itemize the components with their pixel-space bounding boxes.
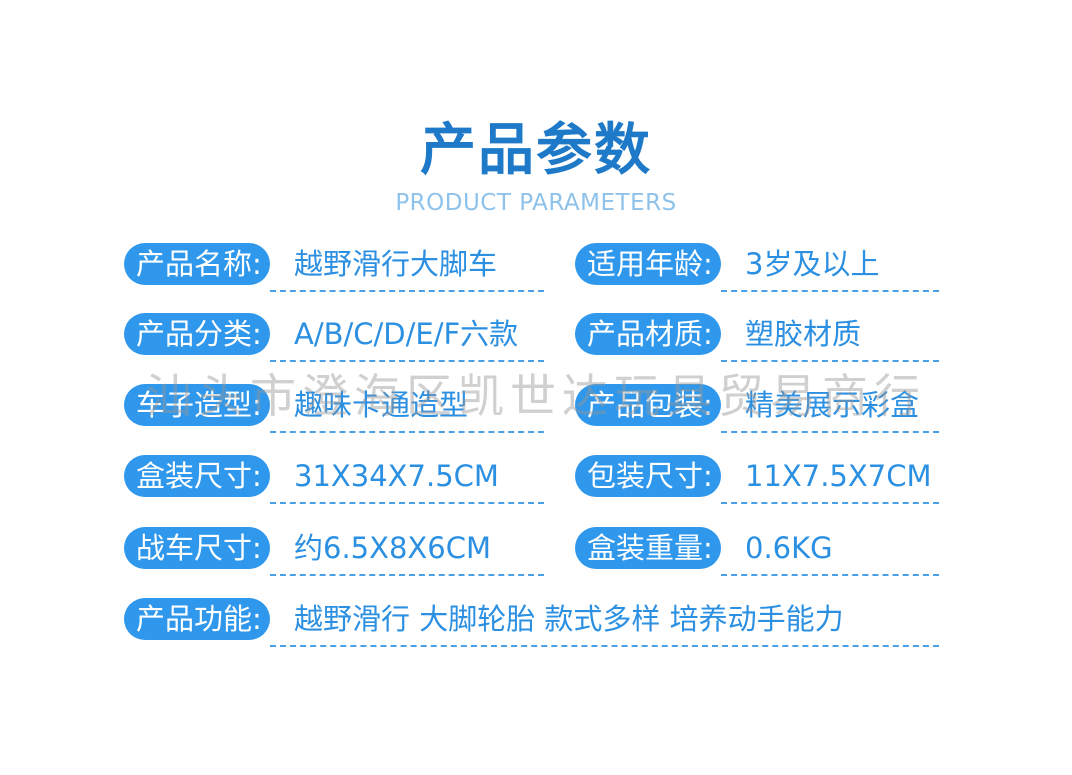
param-value: 31X34X7.5CM	[294, 459, 499, 493]
dashed-underline	[270, 574, 544, 576]
dashed-underline	[270, 431, 544, 433]
param-label: 产品材质:	[575, 313, 721, 355]
param-row-car-shape: 车子造型: 趣味卡通造型	[124, 384, 544, 444]
dashed-underline	[270, 360, 544, 362]
param-label: 车子造型:	[124, 384, 270, 426]
param-label: 盒装尺寸:	[124, 455, 270, 497]
param-row-material: 产品材质: 塑胶材质	[575, 313, 939, 373]
dashed-underline	[721, 290, 939, 292]
param-row-package-size: 包装尺寸: 11X7.5X7CM	[575, 455, 939, 515]
dashed-underline	[270, 645, 939, 647]
param-label: 产品名称:	[124, 243, 270, 285]
dashed-underline	[721, 574, 939, 576]
param-label: 包装尺寸:	[575, 455, 721, 497]
param-row-age: 适用年龄: 3岁及以上	[575, 243, 939, 303]
param-row-category: 产品分类: A/B/C/D/E/F六款	[124, 313, 544, 373]
param-value: 精美展示彩盒	[745, 388, 920, 422]
param-label: 产品包装:	[575, 384, 721, 426]
param-label: 盒装重量:	[575, 527, 721, 569]
param-row-product-name: 产品名称: 越野滑行大脚车	[124, 243, 544, 303]
param-label: 适用年龄:	[575, 243, 721, 285]
param-label: 战车尺寸:	[124, 527, 270, 569]
dashed-underline	[721, 360, 939, 362]
param-row-car-size: 战车尺寸: 约6.5X8X6CM	[124, 527, 544, 587]
param-value: 越野滑行大脚车	[294, 247, 498, 281]
param-value: A/B/C/D/E/F六款	[294, 317, 519, 351]
param-label: 产品分类:	[124, 313, 270, 355]
param-row-box-weight: 盒装重量: 0.6KG	[575, 527, 939, 587]
page-subtitle: PRODUCT PARAMETERS	[395, 190, 677, 216]
param-value: 塑胶材质	[745, 317, 862, 351]
param-label: 产品功能:	[124, 598, 270, 640]
dashed-underline	[721, 502, 939, 504]
dashed-underline	[270, 290, 544, 292]
dashed-underline	[721, 431, 939, 433]
page-title: 产品参数	[420, 118, 652, 183]
param-value: 约6.5X8X6CM	[294, 531, 492, 565]
param-row-box-size: 盒装尺寸: 31X34X7.5CM	[124, 455, 544, 515]
dashed-underline	[270, 502, 544, 504]
param-value: 3岁及以上	[745, 247, 880, 281]
param-value: 0.6KG	[745, 531, 833, 565]
param-value: 11X7.5X7CM	[745, 459, 932, 493]
param-row-function: 产品功能: 越野滑行 大脚轮胎 款式多样 培养动手能力	[124, 598, 939, 658]
param-value: 越野滑行 大脚轮胎 款式多样 培养动手能力	[294, 602, 844, 636]
param-row-packaging: 产品包装: 精美展示彩盒	[575, 384, 939, 444]
param-value: 趣味卡通造型	[294, 388, 469, 422]
